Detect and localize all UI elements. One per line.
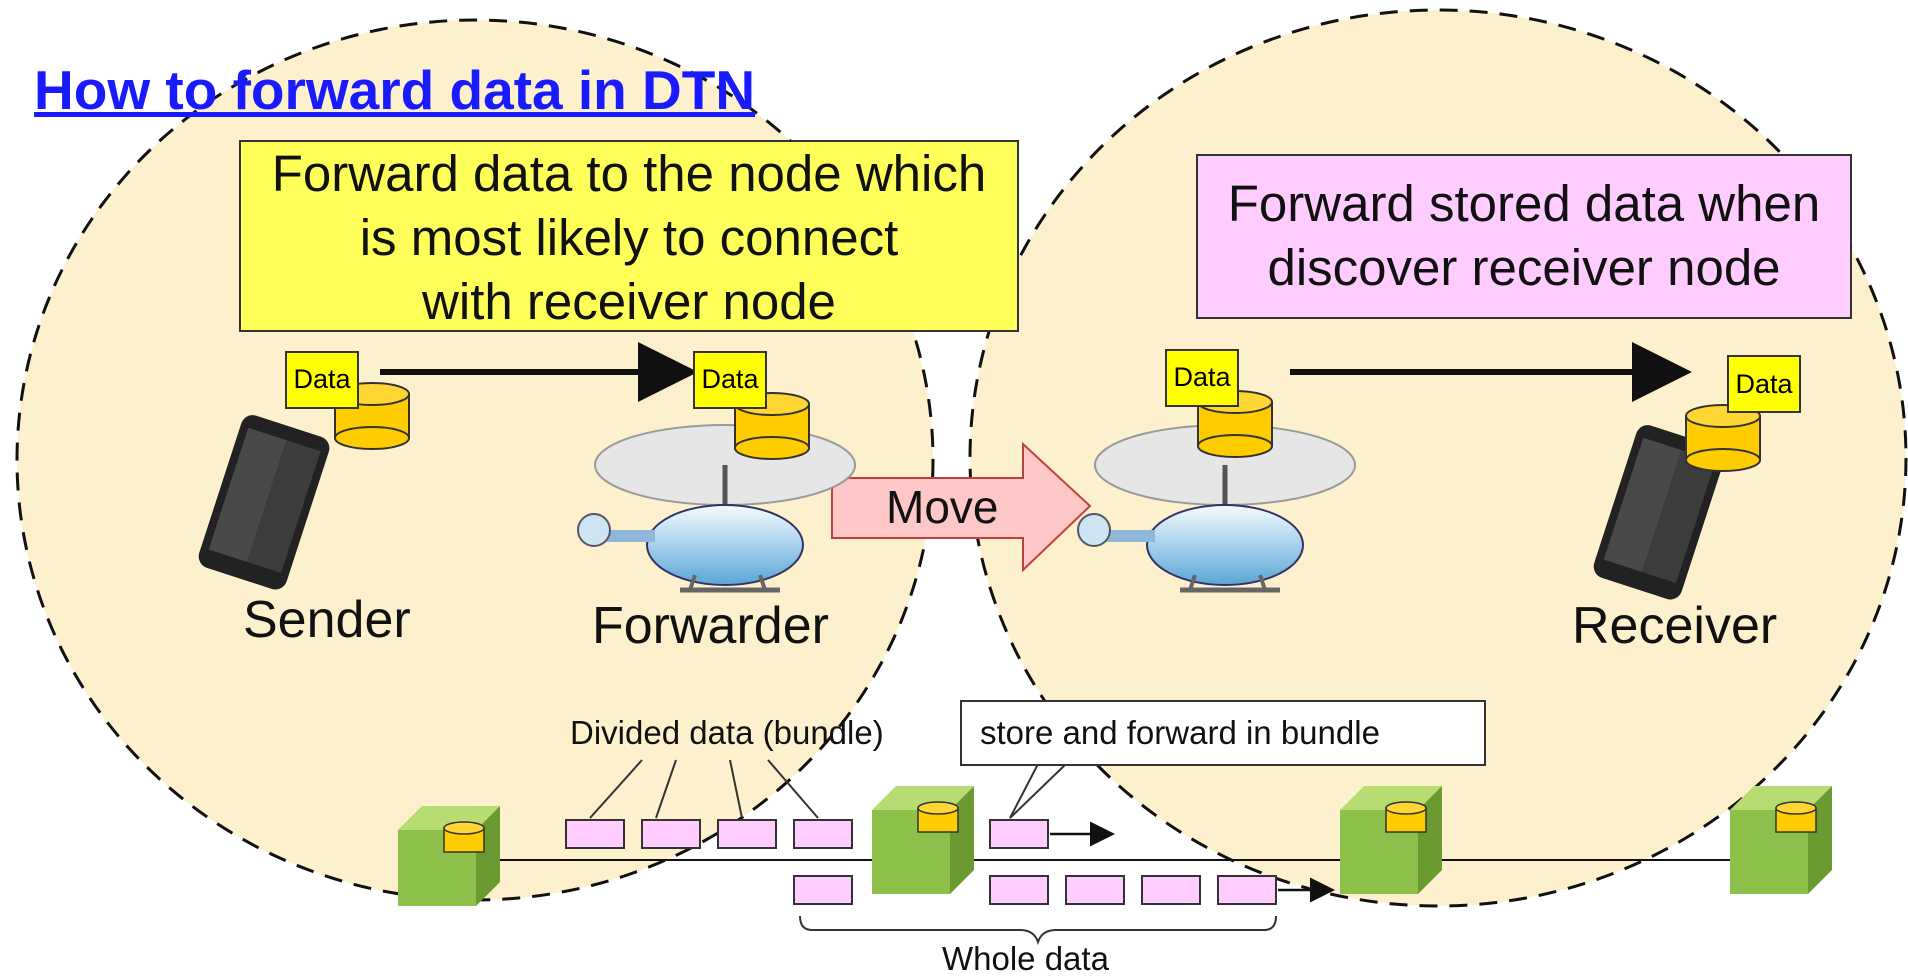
forwarder-helicopter-icon (577, 424, 856, 593)
node-cube-icon (1730, 786, 1832, 894)
sender-phone-icon (198, 415, 330, 590)
data-tag-label: Data (293, 364, 351, 394)
bundle (1065, 875, 1125, 905)
receiver-data-icon: Data (1685, 355, 1801, 472)
forwarder-helicopter-moved-icon (1077, 424, 1356, 593)
forward-strategy-box: Forward data to the node which is most l… (239, 140, 1019, 332)
divided-data-leaders (589, 759, 819, 819)
divided-data-label: Divided data (bundle) (570, 714, 884, 751)
node-cube-icon (398, 806, 500, 906)
box-line: Forward stored data when (1227, 175, 1821, 232)
forwarder-label: Forwarder (592, 597, 829, 655)
sender-data-icon: Data (285, 351, 410, 450)
store-forward-callout: store and forward in bundle (960, 700, 1486, 766)
box-line: Forward data to the node which (271, 145, 987, 202)
whole-data-brace (799, 915, 1277, 946)
receiver-phone-icon (1593, 425, 1725, 600)
bundle (1141, 875, 1201, 905)
bundle (989, 875, 1049, 905)
bundle-row-whole (793, 875, 1277, 905)
whole-data-label: Whole data (942, 940, 1109, 977)
callout-pointer (1009, 763, 1069, 819)
bundle (793, 819, 853, 849)
bundle (1217, 875, 1277, 905)
node-cube-icon (872, 786, 974, 894)
data-tag-label: Data (1173, 362, 1231, 392)
box-line: with receiver node (422, 273, 836, 330)
node-cube-icon (1340, 786, 1442, 894)
move-arrow (831, 441, 1092, 573)
data-tag-label: Data (701, 364, 759, 394)
store-forward-box: Forward stored data when discover receiv… (1196, 154, 1852, 319)
bundle (641, 819, 701, 849)
bundle (717, 819, 777, 849)
receiver-label: Receiver (1572, 597, 1778, 655)
bundle (989, 819, 1049, 849)
forwarder-moved-data-icon: Data (1165, 349, 1273, 458)
page-title: How to forward data in DTN (34, 59, 756, 121)
box-line: is most likely to connect (359, 209, 899, 266)
bundle-row-divided (565, 819, 1049, 849)
forwarder-data-icon: Data (693, 351, 810, 460)
data-tag-label: Data (1735, 369, 1793, 399)
move-label: Move (886, 481, 999, 533)
bundle (565, 819, 625, 849)
box-line: discover receiver node (1267, 239, 1781, 296)
sender-label: Sender (243, 591, 411, 649)
bundle (793, 875, 853, 905)
